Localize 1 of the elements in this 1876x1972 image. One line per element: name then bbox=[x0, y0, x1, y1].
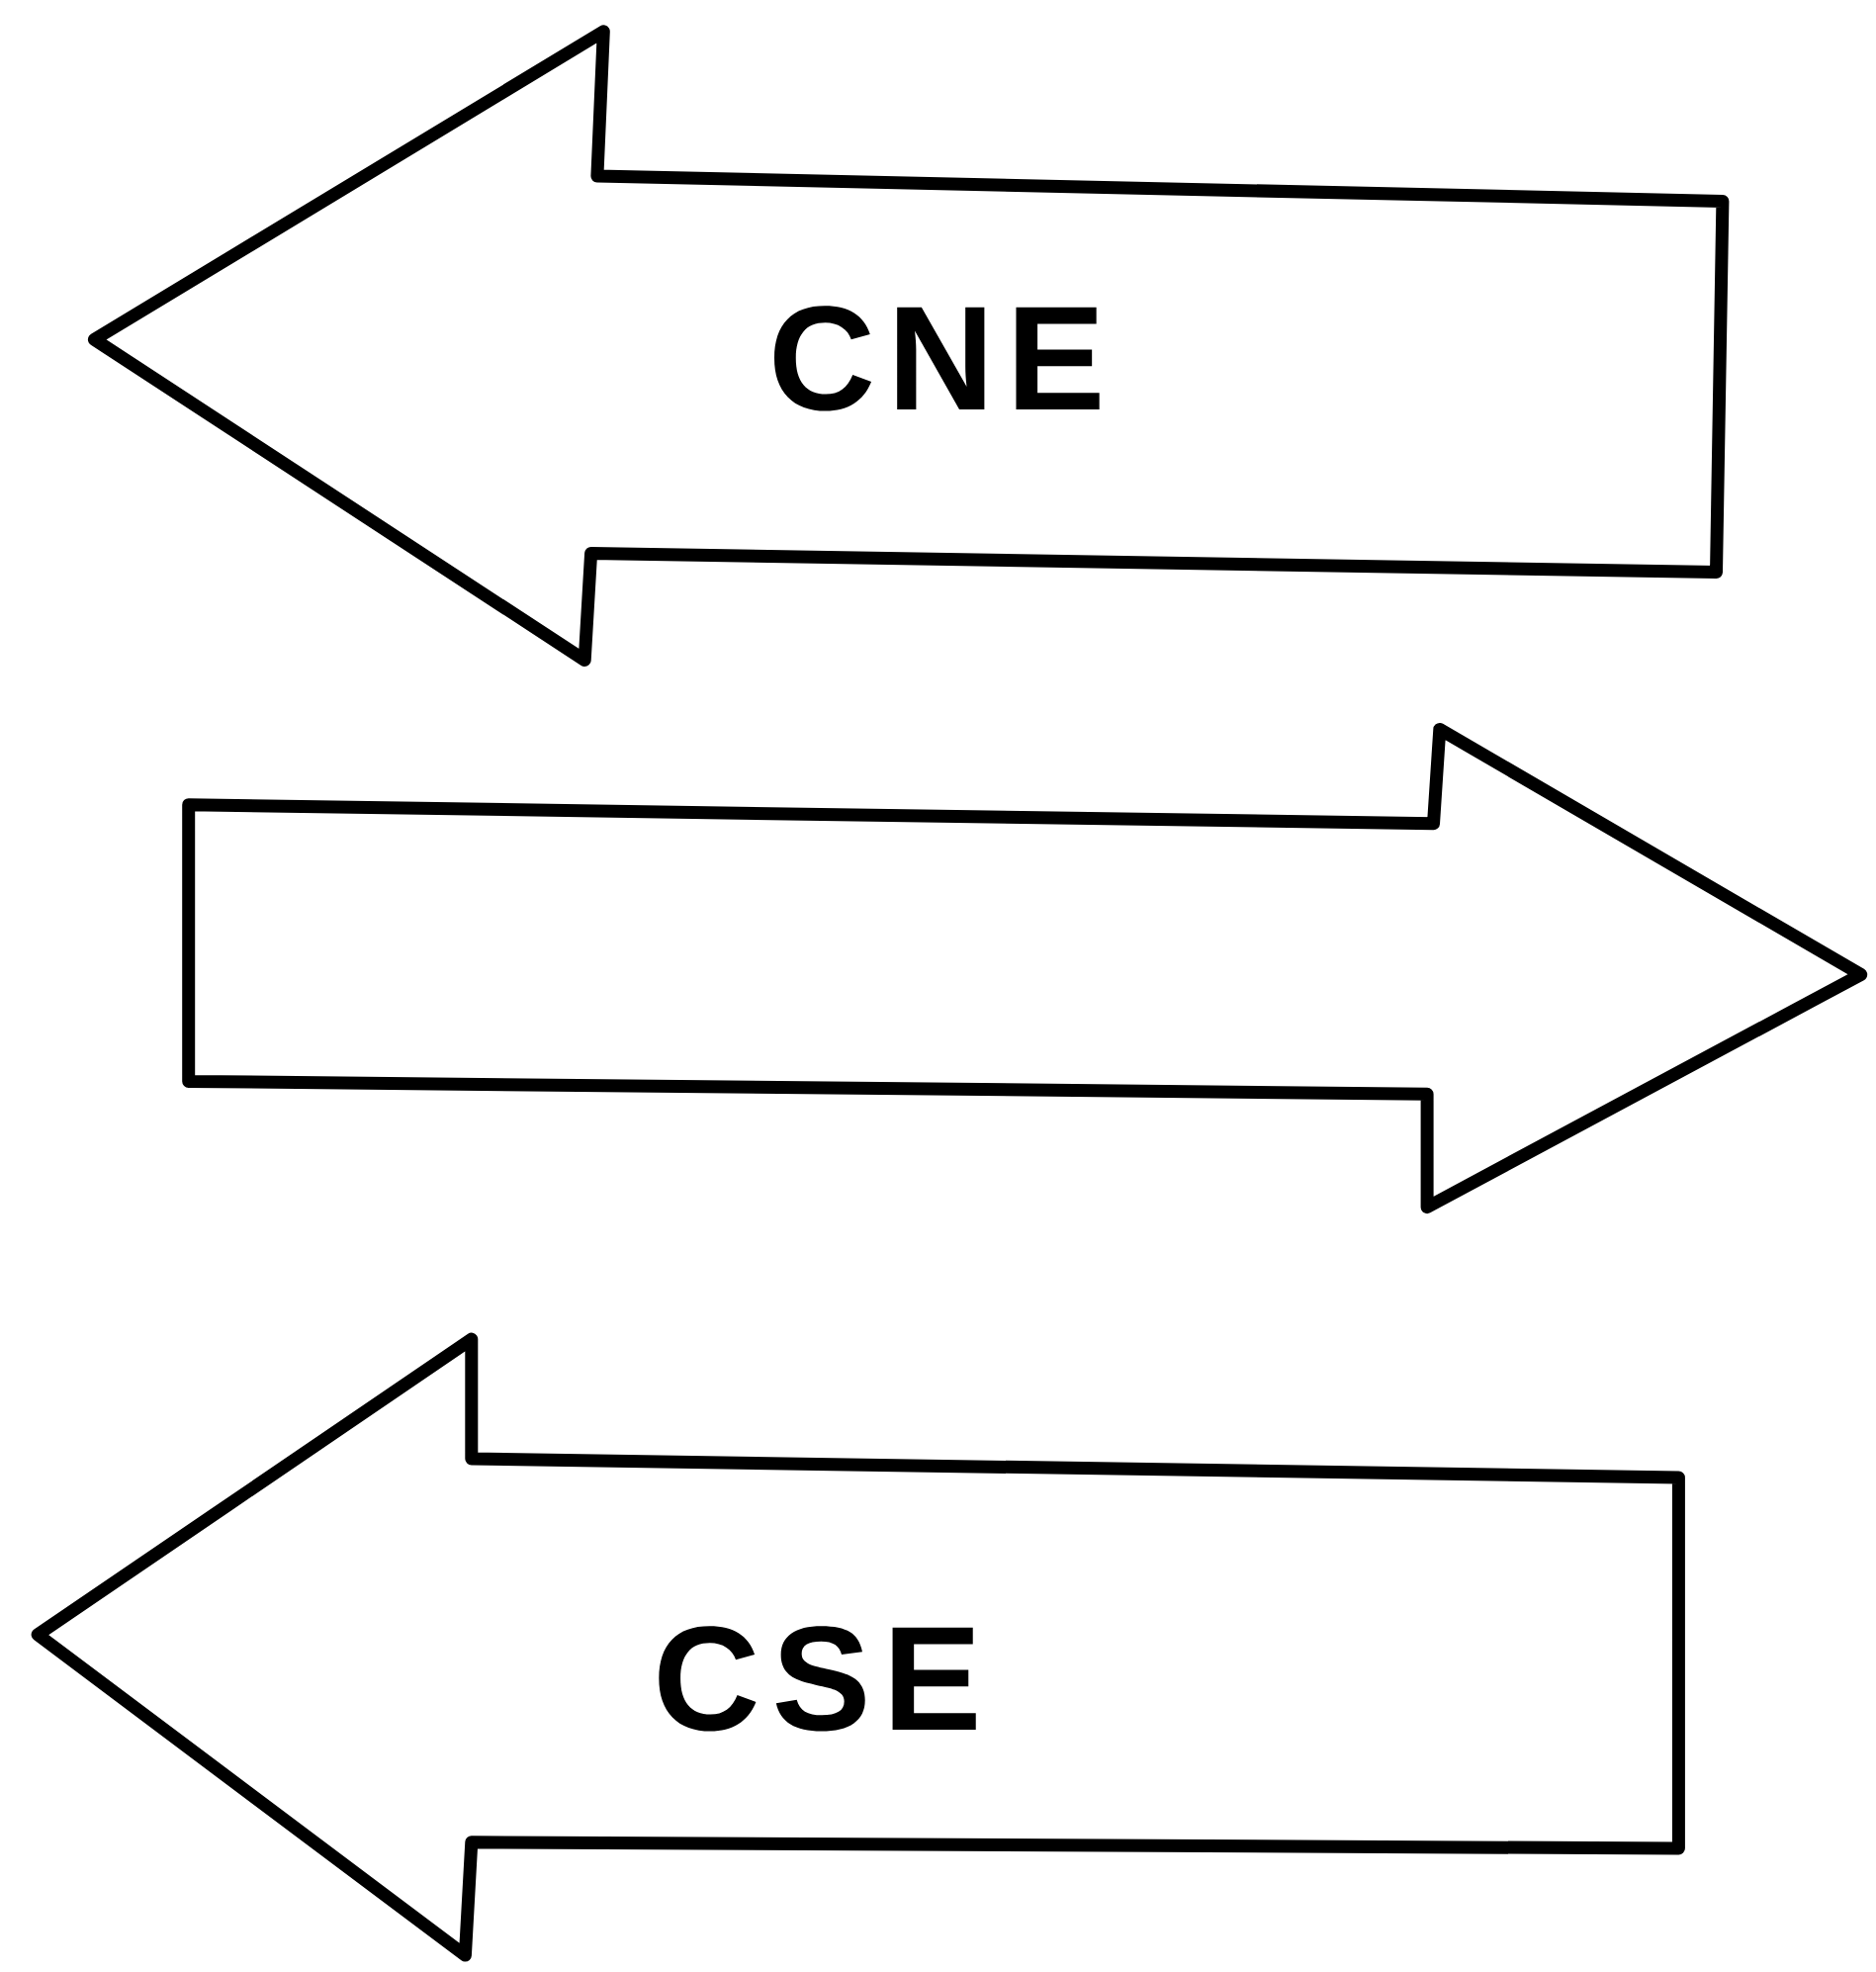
block-arrow bbox=[182, 722, 1868, 1214]
